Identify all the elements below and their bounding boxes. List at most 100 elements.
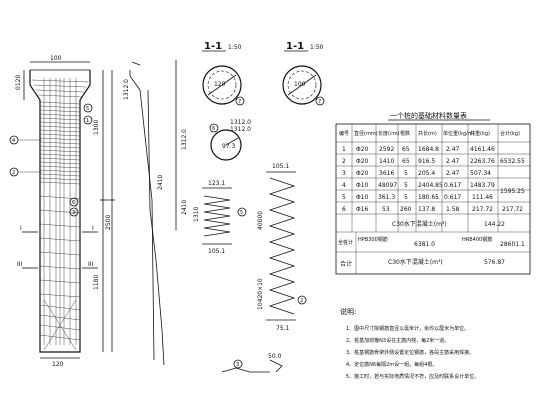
svg-text:111.46: 111.46 bbox=[472, 194, 493, 201]
svg-text:1: 1 bbox=[342, 146, 346, 153]
svg-text:65: 65 bbox=[402, 158, 410, 165]
svg-text:0.617: 0.617 bbox=[444, 194, 461, 201]
total-label: 全桩计 bbox=[338, 239, 353, 246]
callout-5b: 5 bbox=[240, 210, 243, 216]
table-row: 3 Φ20 3616 5 205.4 2.47 507.34 bbox=[342, 170, 491, 177]
hook-label: 50.0 bbox=[268, 353, 282, 360]
total-hpb-label: HPB300钢筋 bbox=[358, 236, 388, 243]
callout-6b: 6 bbox=[212, 126, 215, 132]
note-item: 3、桩基钢筋骨架外侧设置定位钢筋，各段主筋采用焊接。 bbox=[346, 349, 474, 356]
total-hrb-value: 28601.1 bbox=[500, 241, 525, 248]
svg-text:Φ20: Φ20 bbox=[356, 170, 369, 177]
svg-text:1684.8: 1684.8 bbox=[418, 146, 439, 153]
svg-text:Φ10: Φ10 bbox=[356, 194, 369, 201]
bar-3-dim: 1312.0 bbox=[181, 129, 188, 150]
concrete-label: C30水下混凝土(m³) bbox=[392, 220, 447, 228]
svg-text:2.47: 2.47 bbox=[446, 146, 460, 153]
section-title-left: 1-1 bbox=[204, 41, 222, 52]
svg-text:1410: 1410 bbox=[379, 158, 394, 165]
section-views: 1-1 1:50 1-1 1:50 120 7 100 7 97.3 1312.… bbox=[202, 41, 325, 161]
table-title: 一个桩的基础材料数量表 bbox=[390, 111, 467, 120]
long-bar-lower-dim: 2410 bbox=[157, 175, 164, 190]
svg-text:Φ20: Φ20 bbox=[356, 146, 369, 153]
bar-3-dim-lower: 2410 bbox=[181, 200, 188, 215]
section-title-right: 1-1 bbox=[286, 41, 304, 52]
ring-diameter: 97.3 bbox=[222, 143, 236, 150]
section-scale-left: 1:50 bbox=[228, 44, 242, 51]
dim-bottom-width: 120 bbox=[52, 361, 64, 368]
sum-label: 合计 bbox=[340, 260, 352, 268]
svg-text:Φ16: Φ16 bbox=[356, 206, 369, 213]
dim-lower: 1180 bbox=[93, 275, 100, 290]
svg-text:2: 2 bbox=[342, 158, 346, 165]
th-dia: 直径(mm) bbox=[354, 130, 378, 137]
pile-outline bbox=[29, 70, 91, 353]
svg-text:3616: 3616 bbox=[379, 170, 394, 177]
svg-text:1483.79: 1483.79 bbox=[470, 182, 495, 189]
svg-text:0.617: 0.617 bbox=[444, 182, 461, 189]
callout-7a: 7 bbox=[238, 99, 241, 105]
svg-text:Φ20: Φ20 bbox=[356, 158, 369, 165]
section-scale-right: 1:50 bbox=[310, 44, 324, 51]
table-row: 4 Φ10 48097 5 2404.85 0.617 1483.79 bbox=[342, 182, 495, 189]
spiral-label: 10420×10 bbox=[257, 278, 264, 310]
svg-text:916.5: 916.5 bbox=[418, 158, 435, 165]
ring-detail-bottom: 1312.0 bbox=[230, 126, 251, 133]
svg-text:6532.55: 6532.55 bbox=[500, 158, 525, 165]
svg-text:4161.46: 4161.46 bbox=[470, 146, 495, 153]
svg-text:3: 3 bbox=[342, 170, 346, 177]
svg-text:1.58: 1.58 bbox=[446, 206, 460, 213]
stirrup-base: 105.1 bbox=[208, 248, 225, 255]
dim-top-small: 0120 bbox=[15, 75, 22, 90]
svg-text:65: 65 bbox=[402, 146, 410, 153]
concrete-value: 144.22 bbox=[484, 221, 505, 228]
th-no: 编号 bbox=[339, 130, 349, 137]
svg-text:5: 5 bbox=[404, 170, 408, 177]
marker-I-left: I bbox=[20, 225, 22, 232]
note-item: 2、桩基加劲箍N3设在主筋内侧，每2米一道。 bbox=[346, 337, 449, 344]
svg-text:1595.25: 1595.25 bbox=[500, 188, 525, 195]
svg-text:53: 53 bbox=[382, 206, 390, 213]
pile-elevation: I I III III 1300 1180 2500 0120 100 120 … bbox=[9, 55, 115, 368]
dim-total: 2500 bbox=[105, 215, 112, 230]
svg-text:217.72: 217.72 bbox=[472, 206, 493, 213]
dim-upper: 1300 bbox=[93, 120, 100, 135]
callout-6: 6 bbox=[72, 200, 75, 206]
total-hpb-value: 6381.0 bbox=[414, 241, 435, 248]
callout-5: 5 bbox=[86, 106, 89, 112]
svg-text:180.65: 180.65 bbox=[418, 194, 439, 201]
svg-text:Φ10: Φ10 bbox=[356, 182, 369, 189]
table-row: 1 Φ20 2592 65 1684.8 2.47 4161.46 bbox=[342, 146, 495, 153]
svg-text:5: 5 bbox=[404, 194, 408, 201]
table-row: 6 Φ16 53 260 137.8 1.58 217.72 217.72 bbox=[342, 206, 523, 213]
section-inner-a: 120 bbox=[214, 81, 226, 88]
note-item: 5、施工时，若与实际地质情况不符，应及时联系设计单位。 bbox=[346, 373, 479, 380]
spiral-base: 75.1 bbox=[276, 325, 290, 332]
note-item: 4、定位筋N6每隔2m设一组，每组4根。 bbox=[346, 361, 437, 368]
stirrup-details: 123.1 1310 105.1 5 105.1 40000 10420×10 … bbox=[193, 163, 307, 373]
sum-value: 576.87 bbox=[484, 259, 505, 266]
svg-text:2263.76: 2263.76 bbox=[470, 158, 495, 165]
sum-desc: C30水下混凝土(m³) bbox=[388, 258, 443, 266]
svg-text:2.47: 2.47 bbox=[446, 158, 460, 165]
svg-text:260: 260 bbox=[400, 206, 412, 213]
spiral-hatch-upper bbox=[31, 79, 89, 185]
section-circle-left bbox=[202, 65, 242, 105]
th-sum: 合计(kg) bbox=[500, 130, 520, 137]
svg-text:217.72: 217.72 bbox=[502, 206, 523, 213]
svg-text:5: 5 bbox=[342, 194, 346, 201]
th-total-wt: 共重(kg) bbox=[470, 130, 490, 137]
long-bar-details: 1312.0 2410 1312.0 2410 bbox=[123, 60, 188, 366]
marker-III-left: III bbox=[17, 261, 23, 268]
callout-2: 2 bbox=[12, 170, 15, 176]
svg-text:137.8: 137.8 bbox=[418, 206, 435, 213]
callout-3: 3 bbox=[72, 210, 75, 216]
svg-text:4: 4 bbox=[342, 182, 346, 189]
th-total-len: 共长(m) bbox=[418, 130, 437, 137]
section-circle-right bbox=[282, 65, 322, 105]
table-row: 5 Φ10 361.3 5 180.65 0.617 111.46 1595.2… bbox=[342, 188, 525, 201]
marker-I-right: I bbox=[92, 225, 94, 232]
th-len: 长度(cm) bbox=[378, 130, 400, 137]
callout-3b: 3 bbox=[236, 362, 239, 368]
